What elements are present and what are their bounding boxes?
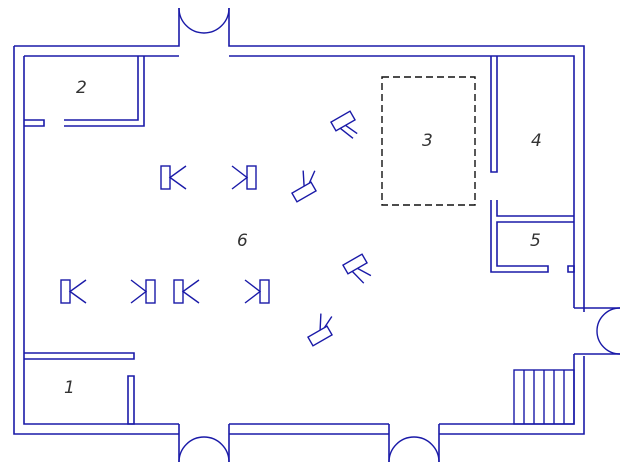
camera-icon xyxy=(342,253,372,284)
camera-icon xyxy=(330,110,358,139)
stairs-icon xyxy=(513,369,575,425)
room-label-2: 2 xyxy=(76,78,87,98)
outer-walls xyxy=(13,8,620,462)
double-door-icon xyxy=(596,307,621,355)
camera-icon xyxy=(291,170,317,203)
camera-icon xyxy=(60,279,87,304)
double-door-icon xyxy=(388,436,440,463)
dashed-area-3 xyxy=(381,76,476,206)
room-1-walls xyxy=(24,352,135,425)
double-door-icon xyxy=(178,436,230,463)
camera-icon xyxy=(231,165,257,190)
double-door-icon xyxy=(178,7,230,34)
room-label-1: 1 xyxy=(64,378,75,398)
room-label-4: 4 xyxy=(531,131,542,151)
room-label-5: 5 xyxy=(530,231,541,251)
camera-icon xyxy=(244,279,270,304)
camera-icon xyxy=(160,165,187,190)
camera-icon xyxy=(307,313,333,347)
camera-icon xyxy=(173,279,200,304)
room-label-3: 3 xyxy=(422,131,433,151)
room-4-walls xyxy=(490,56,575,273)
room-label-6: 6 xyxy=(237,231,248,251)
room-2-walls xyxy=(24,56,145,127)
camera-icon xyxy=(130,279,156,304)
